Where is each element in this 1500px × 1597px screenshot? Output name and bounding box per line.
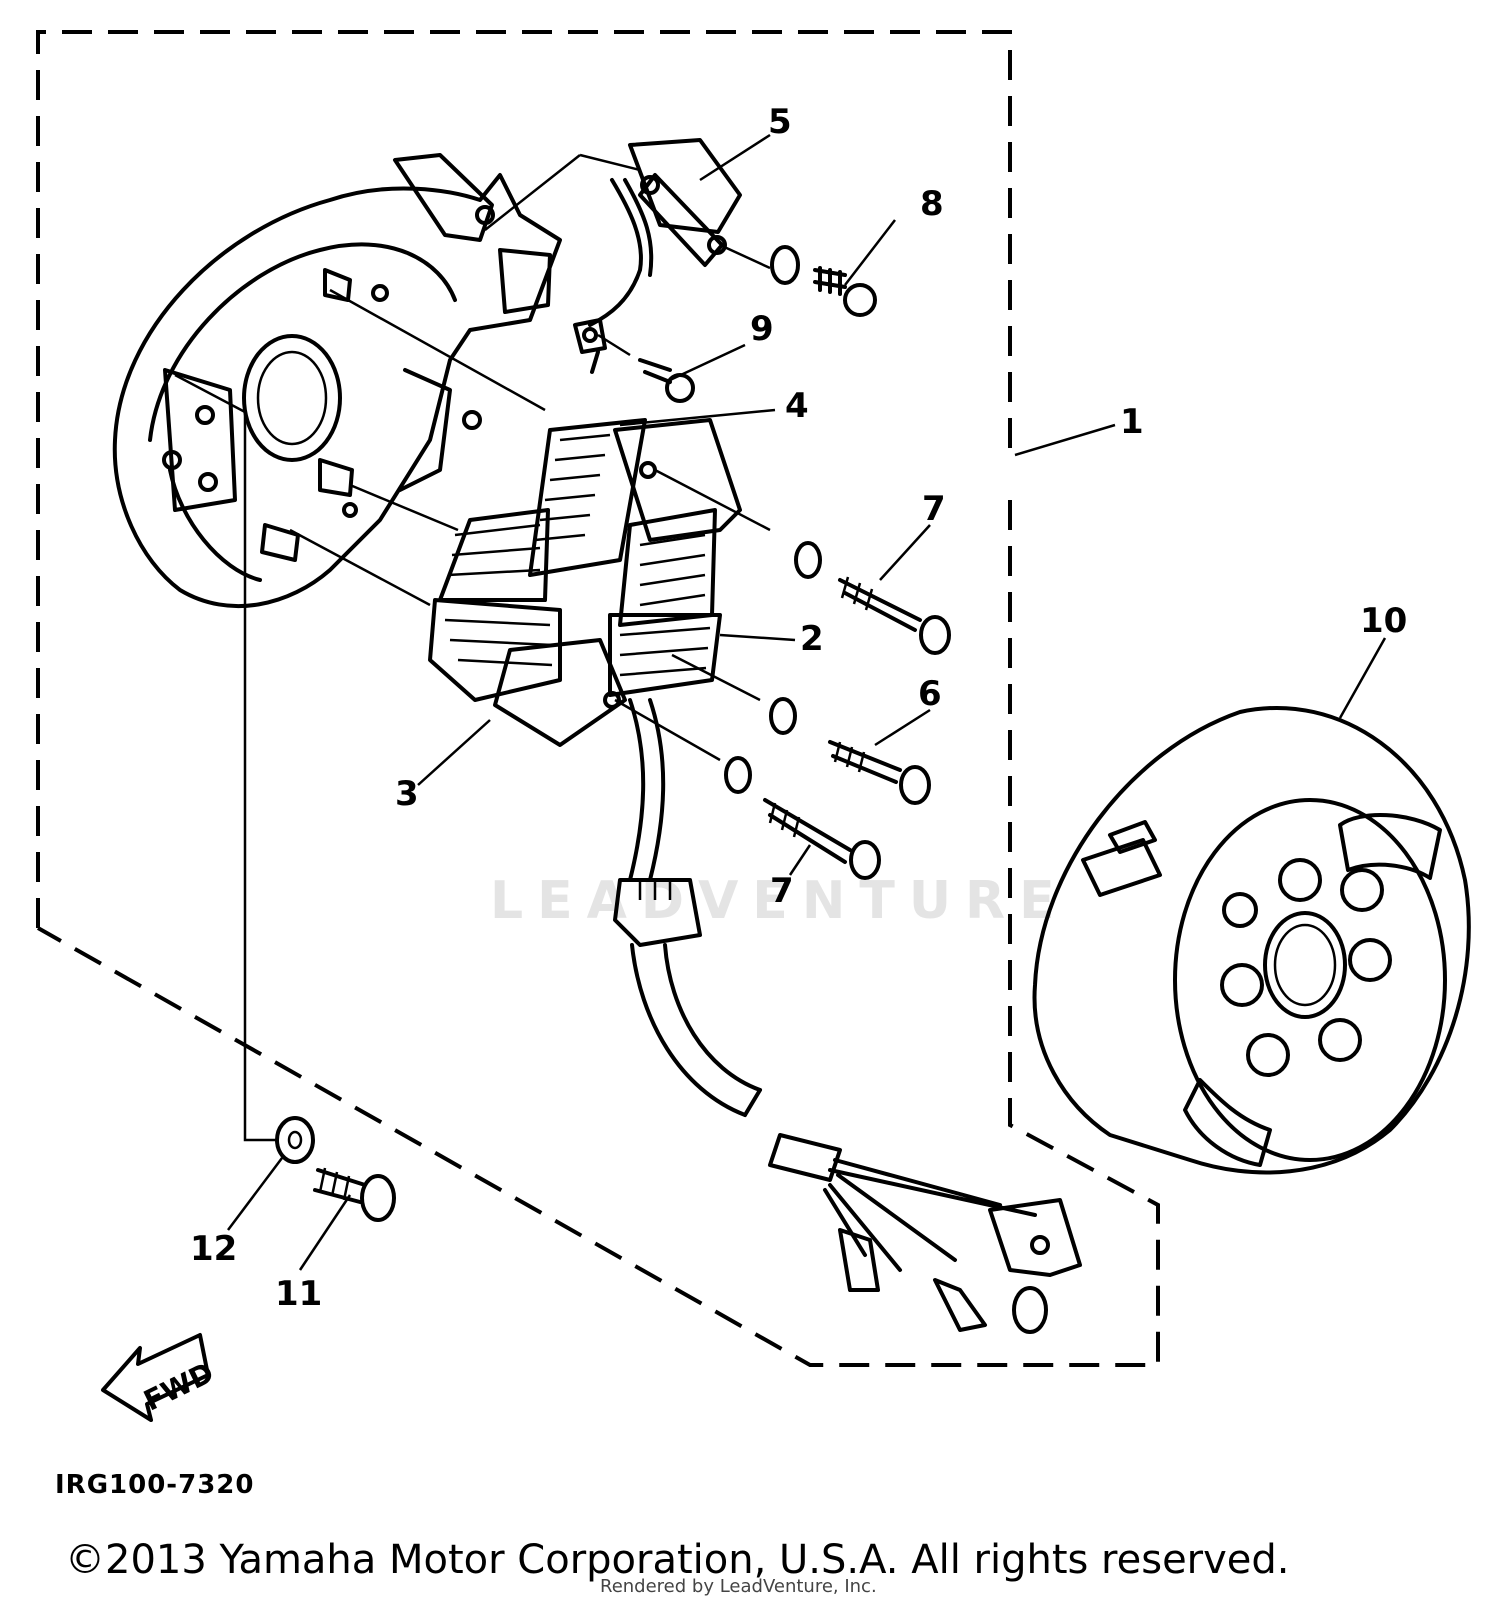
callout-2: 2	[800, 619, 824, 659]
fasteners	[275, 245, 951, 1222]
assembly-lines	[174, 153, 771, 1142]
stator-base-plate	[112, 153, 562, 609]
callout-4: 4	[785, 386, 809, 426]
copyright-notice: ©2013 Yamaha Motor Corporation, U.S.A. A…	[65, 1537, 1290, 1583]
callout-6: 6	[918, 674, 942, 714]
callout-12: 12	[190, 1229, 237, 1269]
callout-8: 8	[920, 184, 944, 224]
fwd-arrow: FWD	[101, 1333, 219, 1422]
callout-9: 9	[750, 309, 774, 349]
fwd-label: FWD	[139, 1356, 219, 1418]
callout-1: 1	[1120, 402, 1144, 442]
assembly-boundary	[36, 30, 1160, 1367]
callout-5: 5	[768, 102, 792, 142]
callout-10: 10	[1360, 601, 1407, 641]
callout-3: 3	[395, 774, 419, 814]
pickup-coil	[573, 138, 742, 374]
stator-coils	[428, 418, 742, 747]
callout-7-lower: 7	[770, 871, 794, 911]
callout-7-upper: 7	[922, 489, 946, 529]
callout-11: 11	[275, 1274, 322, 1314]
wiring-harness	[613, 698, 1082, 1334]
rendered-by-notice: Rendered by LeadVenture, Inc.	[600, 1576, 877, 1597]
diagram-code: IRG100-7320	[55, 1470, 254, 1500]
flywheel-magneto	[1032, 706, 1471, 1175]
leader-lines	[227, 133, 1387, 1271]
watermark: LEADVENTURE	[490, 871, 1069, 931]
